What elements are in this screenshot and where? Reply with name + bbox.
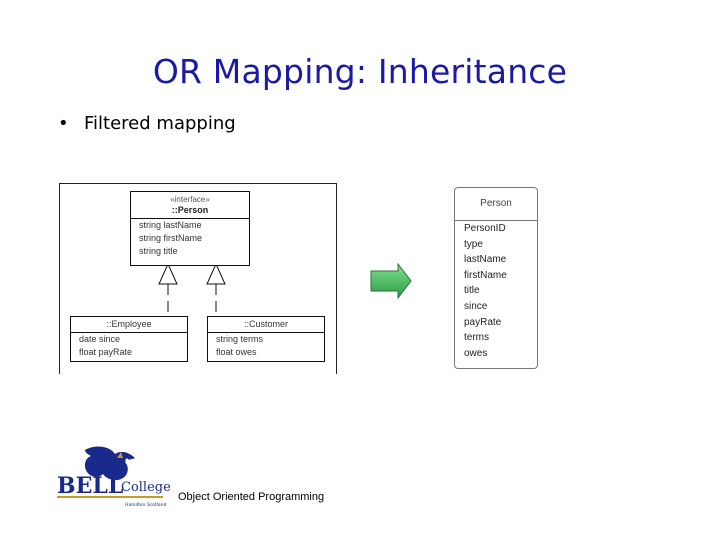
logo-tagline: Hamilton Scotland [125,502,167,508]
attribute: float payRate [79,347,133,357]
bell-college-logo: BELL College Hamilton Scotland [57,446,171,508]
person-table: Person PersonID type lastName firstName … [454,187,538,369]
table-column: type [464,238,483,250]
table-column: owes [464,347,488,359]
class-name: ::Customer [208,317,324,333]
table-column: PersonID [464,223,506,234]
triangle-employee-icon [158,262,178,285]
column-list: PersonID type lastName firstName title s… [455,221,537,361]
class-name: ::Employee [71,317,187,333]
bullet-text: Filtered mapping [84,113,236,134]
attribute: string lastName [139,220,202,230]
footer-text: Object Oriented Programming [178,491,325,503]
class-employee: ::Employee date since float payRate [70,316,188,362]
table-column: since [464,300,488,312]
triangle-customer-icon [206,262,226,285]
logo-text-main: BELL [57,473,123,499]
realization-arrows [158,262,226,316]
table-column: firstName [464,269,507,281]
table-column: payRate [464,316,502,328]
table-column: lastName [464,254,507,266]
table-name: Person [455,188,537,221]
mapping-arrow-icon [370,263,412,299]
uml-diagram: «interface» ::Person string lastName str… [59,183,337,374]
class-customer: ::Customer string terms float owes [207,316,325,362]
class-name: ::Person [171,205,209,215]
attribute: string terms [216,334,264,344]
attribute: string title [139,246,178,256]
attribute: string firstName [139,233,203,243]
attribute-list: date since float payRate [71,333,187,359]
class-person: «interface» ::Person string lastName str… [130,191,250,266]
attribute-list: string terms float owes [208,333,324,359]
table-column: title [464,285,480,297]
logo-text-side: College [121,480,171,495]
slide-title: OR Mapping: Inheritance [152,52,568,91]
bullet-icon: • [58,113,69,134]
bullet-item: • Filtered mapping [58,113,236,134]
attribute: date since [79,334,121,344]
table-column: terms [464,332,489,344]
stereotype-label: «interface» [170,195,210,204]
attribute-list: string lastName string firstName string … [131,219,249,258]
attribute: float owes [216,347,257,357]
